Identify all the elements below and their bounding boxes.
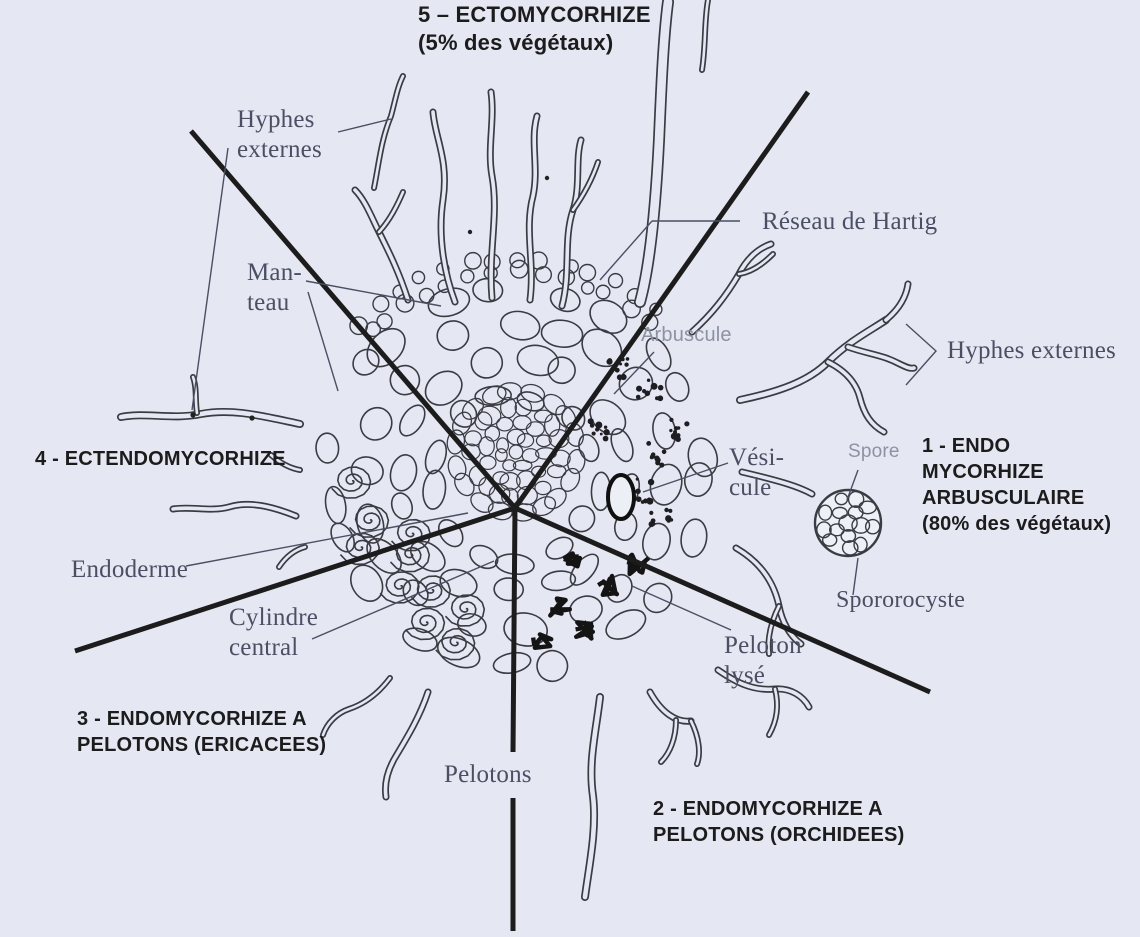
- label-vesicule: Vési- cule: [729, 444, 785, 501]
- sector-title-endomycorhize-ericacees: 3 - ENDOMYCORHIZE A PELOTONS (ERICACEES): [77, 708, 327, 756]
- sector-title-endomycorhize-arbusculaire: 1 - ENDO MYCORHIZE ARBUSCULAIRE (80% des…: [922, 435, 1112, 535]
- label-manteau: Man- teau: [247, 259, 302, 316]
- annotation-leader-lines: [185, 118, 937, 640]
- label-spore: Spore: [848, 441, 900, 462]
- label-hyphes-externes-left: Hyphes externes: [237, 106, 322, 163]
- root-cross-section: [315, 251, 719, 683]
- sector-title-ectendomycorhize: 4 - ECTENDOMYCORHIZE: [35, 448, 286, 470]
- label-arbuscule: Arbuscule: [641, 324, 732, 346]
- label-endoderme: Endoderme: [71, 556, 189, 583]
- label-hyphes-externes-right: Hyphes externes: [947, 337, 1116, 364]
- label-spororocyste: Spororocyste: [836, 587, 966, 613]
- label-cylindre-central: Cylindre central: [229, 604, 319, 661]
- sporocyst-ball: [813, 488, 883, 558]
- sector-title-ectomycorhize: 5 – ECTOMYCORHIZE (5% des végétaux): [418, 2, 651, 55]
- vesicle-outline: [606, 473, 636, 521]
- external-hyphae: [117, 0, 918, 901]
- label-peloton-lyse: Peloton lysé: [724, 632, 802, 689]
- sector-title-endomycorhize-orchidees: 2 - ENDOMYCORHIZE A PELOTONS (ORCHIDEES): [653, 798, 905, 846]
- label-reseau-de-hartig: Réseau de Hartig: [762, 208, 938, 235]
- hypha-septa-dots: [190, 175, 550, 421]
- sector-divider-lines: [74, 90, 932, 931]
- label-pelotons: Pelotons: [444, 761, 532, 788]
